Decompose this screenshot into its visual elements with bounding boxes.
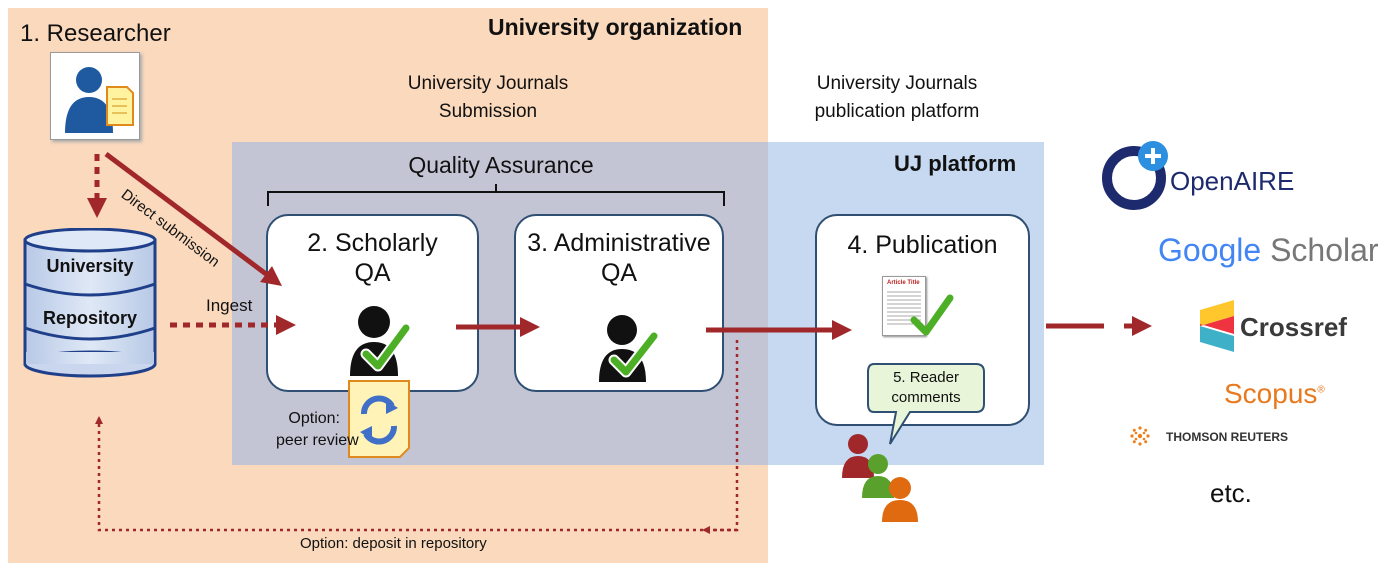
- deposit-loop-arrow: [95, 340, 739, 532]
- openaire-text: OpenAIRE: [1170, 166, 1295, 196]
- review-cycle-icon: [348, 380, 410, 458]
- direct-submission-arrow: [104, 152, 282, 286]
- readers-icon: [842, 434, 918, 522]
- crossref-text: Crossref: [1240, 312, 1347, 342]
- google-wordmark: Google: [1158, 232, 1262, 268]
- researcher-label: 1. Researcher: [20, 20, 171, 47]
- crossref-icon: [1200, 300, 1234, 352]
- article-title-thumb: Article Title: [887, 280, 920, 286]
- repository-label-line1: University: [46, 256, 134, 276]
- openaire-icon: [1102, 141, 1168, 210]
- check-icon: [910, 294, 954, 336]
- thomson-reuters-icon: [1130, 426, 1150, 446]
- publication-title: 4. Publication: [847, 231, 998, 259]
- user-check-icon: [350, 306, 412, 376]
- google-scholar-logo[interactable]: Google Scholar: [1158, 232, 1379, 269]
- ingest-label: Ingest: [206, 296, 253, 315]
- database-icon: [23, 228, 157, 378]
- university-organization-title: University organization: [488, 14, 743, 40]
- qa-brace: [267, 184, 725, 206]
- crossref-logo[interactable]: Crossref: [1198, 300, 1358, 352]
- peer-review-label: Option:peer review: [276, 410, 359, 449]
- openaire-logo[interactable]: OpenAIRE: [1098, 138, 1348, 212]
- researcher-card: [50, 52, 140, 140]
- user-check-icon: [599, 315, 660, 382]
- reader-comments-callout: [867, 363, 985, 445]
- repository-label-line2: Repository: [42, 308, 138, 328]
- quality-assurance-label: Quality Assurance: [408, 152, 594, 178]
- uj-platform-title: UJ platform: [894, 151, 1017, 176]
- deposit-label: Option: deposit in repository: [300, 535, 487, 552]
- etc-label: etc.: [1210, 478, 1252, 508]
- scholar-wordmark: Scholar: [1270, 232, 1379, 268]
- thomson-reuters-logo[interactable]: THOMSON REUTERS: [1128, 424, 1328, 450]
- person-document-icon: [65, 67, 134, 133]
- thomson-reuters-text: THOMSON REUTERS: [1166, 430, 1289, 444]
- scopus-logo[interactable]: Scopus®: [1224, 378, 1325, 409]
